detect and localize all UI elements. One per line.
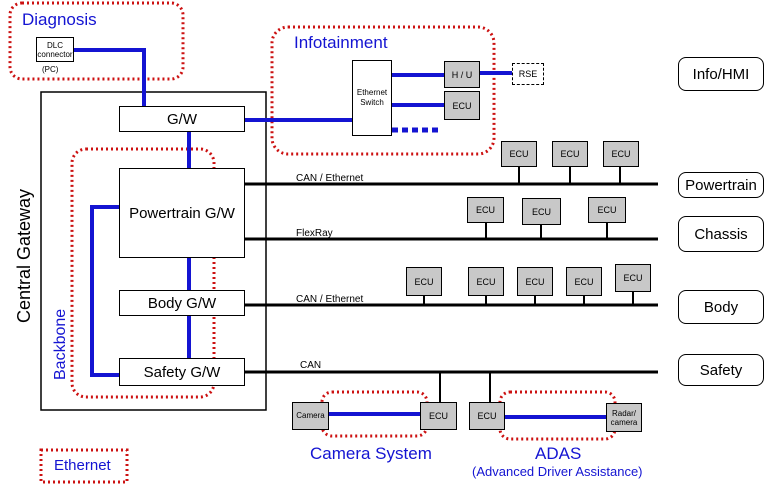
chassis-ecu: ECU [588,197,626,223]
head-unit: H / U [444,61,480,88]
body-gw-box: Body G/W [119,290,245,316]
dlc-line2: connector [37,49,73,59]
ethernet-links [74,48,606,419]
category-powertrain: Powertrain [678,172,764,198]
chassis-ecu: ECU [467,197,504,223]
infotainment-ecu: ECU [444,91,480,120]
body-bus-label: CAN / Ethernet [296,294,364,305]
diagnosis-title: Diagnosis [22,10,97,29]
central-gateway-frame [40,91,267,411]
infotainment-outline [270,25,496,156]
central-gateway-label: Central Gateway [14,188,34,323]
backbone-outline [70,147,216,399]
dlc-pc-label: (PC) [42,65,59,74]
camera-ecu: ECU [420,402,457,430]
chassis-ecu: ECU [522,198,561,225]
body-ecu: ECU [468,267,504,296]
adas-subtitle: (Advanced Driver Assistance) [472,464,643,479]
safety-gw-box: Safety G/W [119,358,245,386]
adas-ecu: ECU [469,402,505,430]
adas-title: ADAS [535,444,582,463]
category-chassis: Chassis [678,216,764,252]
bus-lines [245,182,658,374]
backbone-title: Backbone [52,308,69,380]
infotainment-title: Infotainment [294,33,388,52]
switch-line2: Switch [360,98,384,107]
powertrain-bus-label: CAN / Ethernet [296,173,364,184]
chassis-bus-label: FlexRay [296,228,333,239]
bus-drops [423,166,634,402]
body-ecu: ECU [566,267,602,296]
dlc-line1: DLC [46,40,63,50]
category-safety: Safety [678,354,764,386]
powertrain-ecu: ECU [501,141,537,167]
ethernet-legend: Ethernet [54,457,111,474]
body-ecu: ECU [517,267,553,296]
radar-camera-box: Radar/ camera [606,403,642,432]
body-ecu: ECU [615,264,651,292]
category-info-hmi: Info/HMI [678,57,764,91]
category-body: Body [678,290,764,324]
switch-line1: Ethernet [356,88,388,97]
camera-box: Camera [292,402,329,430]
gw-box: G/W [119,106,245,132]
powertrain-ecu: ECU [552,141,588,167]
rse-box: RSE [512,63,544,85]
body-ecu: ECU [406,267,442,296]
safety-bus-label: CAN [300,360,322,371]
powertrain-ecu: ECU [603,141,639,167]
dlc-connector: DLC connector [36,37,74,62]
ethernet-legend-outline [39,448,129,484]
ethernet-switch: Ethernet Switch [352,60,392,136]
powertrain-gw-box: Powertrain G/W [119,168,245,258]
adas-outline [498,390,617,441]
camera-system-title: Camera System [310,444,432,463]
